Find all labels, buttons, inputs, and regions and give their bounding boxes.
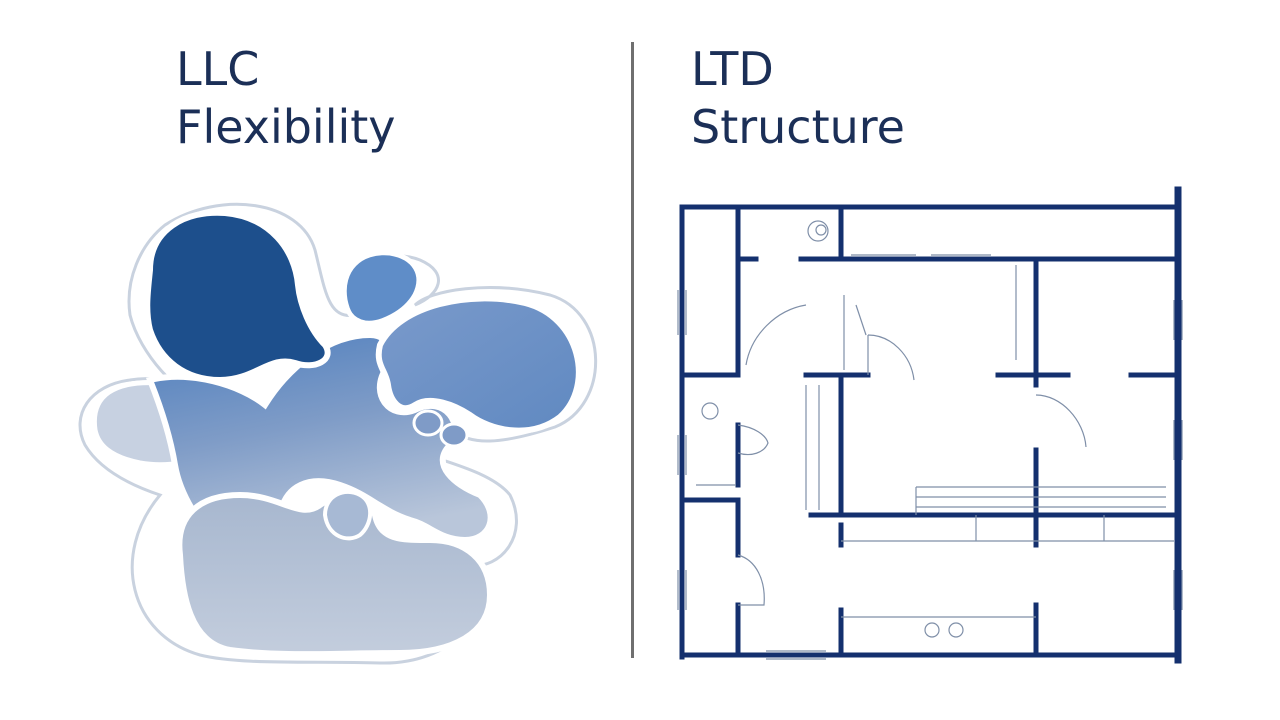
llc-title: LLC: [176, 42, 260, 96]
floor-plan-walls: [679, 186, 1182, 664]
blob-top-small: [341, 250, 422, 326]
floor-plan-thin-lines: [677, 220, 1183, 660]
panel-divider: [631, 42, 634, 658]
fluid-blob-illustration: [78, 202, 598, 665]
blob-dark: [144, 209, 331, 384]
ltd-panel: LTD Structure: [636, 0, 1280, 720]
ltd-heading: LTD Structure: [691, 40, 905, 156]
blob-small-pair: [412, 409, 469, 448]
llc-subtitle: Flexibility: [176, 100, 396, 154]
floor-plan-illustration: [677, 186, 1183, 664]
llc-panel: LLC Flexibility: [0, 0, 632, 720]
blob-small-bottom: [322, 489, 373, 541]
ltd-subtitle: Structure: [691, 100, 905, 154]
llc-heading: LLC Flexibility: [176, 40, 396, 156]
ltd-title: LTD: [691, 42, 774, 96]
blob-right-lobe: [375, 295, 582, 434]
blob-bottom: [176, 491, 494, 658]
